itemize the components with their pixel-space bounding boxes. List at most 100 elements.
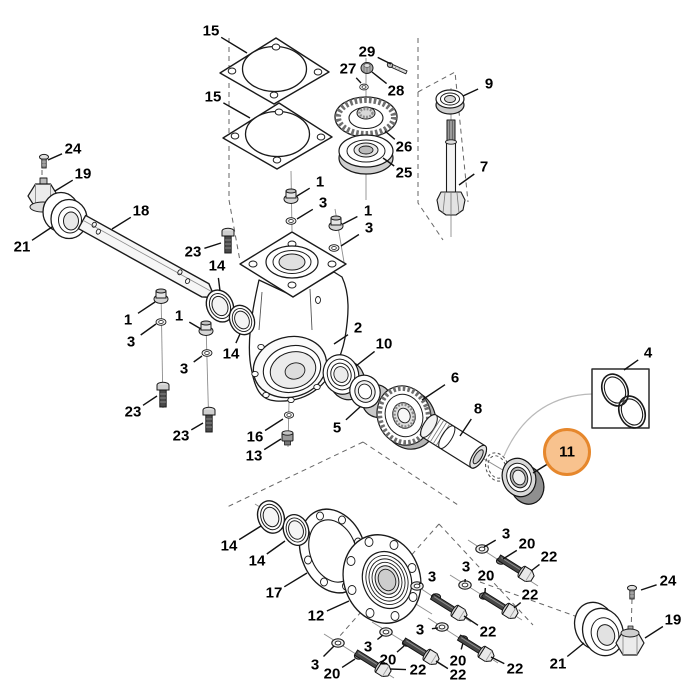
leader-line [263,438,282,451]
callout-14[interactable]: 14 [221,525,262,555]
washer-27 [359,83,369,91]
leader-line [640,584,657,591]
callout-24[interactable]: 24 [640,573,677,591]
highlight-circle [543,428,591,476]
callout-3[interactable]: 3 [418,569,436,586]
callout-23[interactable]: 23 [173,422,204,445]
callout-10[interactable]: 10 [355,336,392,367]
callout-3[interactable]: 3 [127,323,157,351]
callout-20[interactable]: 20 [324,658,356,683]
callout-3[interactable]: 3 [340,220,373,247]
callout-number: 23 [125,404,142,421]
callout-number: 22 [410,662,427,679]
callout-number: 3 [180,361,188,378]
callout-1[interactable]: 1 [342,203,372,225]
callout-27[interactable]: 27 [340,61,362,84]
callout-number: 14 [223,346,240,363]
callout-22[interactable]: 22 [463,615,496,641]
bearing-11 [501,457,545,505]
callout-number: 7 [480,159,488,176]
callout-15[interactable]: 15 [203,23,248,54]
leader-line [513,602,522,609]
callout-23[interactable]: 23 [185,242,222,261]
callout-number: 5 [333,420,341,437]
callout-20[interactable]: 20 [380,645,405,669]
screw-29 [386,62,408,75]
callout-2[interactable]: 2 [333,320,362,345]
callout-3[interactable]: 3 [364,634,384,656]
callout-21[interactable]: 21 [550,642,585,673]
leader-line [111,216,132,230]
callout-11-highlighted[interactable]: 11 [532,428,591,476]
callout-number: 3 [127,334,135,351]
callout-3[interactable]: 3 [462,559,470,583]
bearing-9 [435,89,465,115]
callout-4[interactable]: 4 [623,345,653,371]
projection-line [417,71,469,203]
callout-22[interactable]: 22 [490,656,523,678]
callout-19[interactable]: 19 [644,612,681,639]
callout-29[interactable]: 29 [359,44,392,65]
callout-12[interactable]: 12 [308,600,350,625]
callout-5[interactable]: 5 [333,406,361,437]
callout-number: 20 [450,653,467,670]
callout-23[interactable]: 23 [125,395,158,421]
leader-line [345,406,361,421]
callout-21[interactable]: 21 [14,226,53,256]
callout-14[interactable]: 14 [249,540,286,570]
callout-3[interactable]: 3 [483,526,510,548]
callout-9[interactable]: 9 [462,76,493,97]
leader-line [463,615,479,626]
callout-13[interactable]: 13 [246,438,282,465]
callout-15[interactable]: 15 [205,89,251,119]
callout-1[interactable]: 1 [296,174,324,197]
callout-20[interactable]: 20 [502,536,535,560]
callout-3[interactable]: 3 [180,355,203,378]
bearing-cover-12 [342,534,422,624]
callout-19[interactable]: 19 [54,166,91,192]
callout-22[interactable]: 22 [513,587,538,609]
callout-8[interactable]: 8 [459,401,482,437]
callout-number: 1 [124,312,132,329]
callout-number: 22 [450,667,467,684]
spur-gear-6 [376,385,437,450]
leader-line [462,88,479,97]
splined-shaft-8 [420,414,488,469]
callout-number: 15 [205,89,222,106]
callout-20[interactable]: 20 [478,568,495,594]
callout-16[interactable]: 16 [247,418,284,446]
hex-nut-1 [283,188,299,204]
callout-14[interactable]: 14 [209,258,226,292]
callout-20[interactable]: 20 [450,642,467,670]
callout-number: 26 [396,139,413,156]
callout-1[interactable]: 1 [175,308,202,330]
leader-line [296,208,314,220]
callout-number: 1 [175,308,183,325]
callout-number: 3 [462,559,470,576]
gasket-plate-15-a [219,37,330,105]
callout-14[interactable]: 14 [223,333,241,363]
leader-line [142,395,158,406]
callout-17[interactable]: 17 [266,572,308,602]
callout-1[interactable]: 1 [124,301,156,329]
leader-line [431,627,439,630]
callout-3[interactable]: 3 [416,622,439,639]
callout-25[interactable]: 25 [382,157,412,182]
leader-line [31,226,53,241]
callout-number: 9 [485,76,493,93]
callout-18[interactable]: 18 [111,203,149,230]
callout-22[interactable]: 22 [530,549,558,572]
callout-6[interactable]: 6 [421,370,459,401]
callout-number: 22 [541,549,558,566]
callout-3[interactable]: 3 [311,645,335,674]
callout-28[interactable]: 28 [371,71,404,100]
callout-7[interactable]: 7 [458,159,488,186]
callout-3[interactable]: 3 [296,195,327,220]
callout-22[interactable]: 22 [389,662,427,679]
callout-24[interactable]: 24 [47,141,82,161]
callout-number: 20 [324,666,341,683]
callout-number: 14 [221,538,238,555]
callout-22[interactable]: 22 [435,660,467,684]
kit-o-ring [617,395,647,429]
callout-26[interactable]: 26 [384,130,413,156]
